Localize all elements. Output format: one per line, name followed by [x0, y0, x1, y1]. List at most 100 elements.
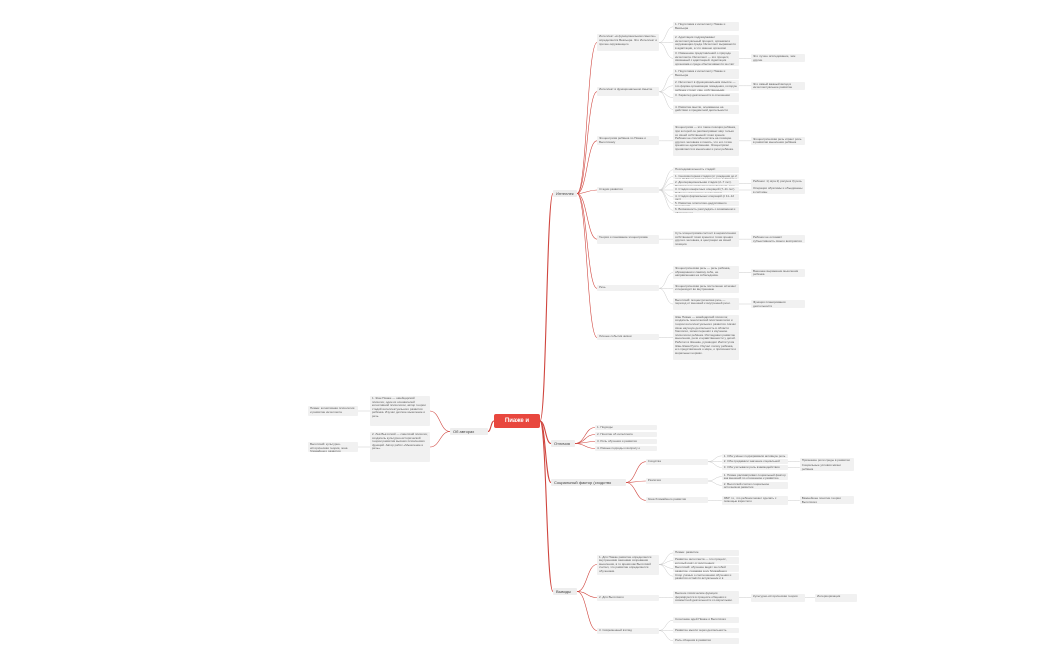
link-b4c1d	[658, 564, 674, 577]
node-b1c4e[interactable]: 4. Стадия формальных операций (с 11–12 л…	[673, 193, 739, 200]
link-central-b5	[487, 420, 495, 433]
tail-b1c6a[interactable]: Внешнее выражение мышления ребёнка	[751, 268, 805, 277]
node-b1c4c[interactable]: 2. Дооперациональная стадия (2–7 лет). Р…	[673, 180, 739, 187]
tail-b3c3a[interactable]: Важнейшее понятие теории Выготского	[799, 496, 854, 505]
node-b2c3[interactable]: 3. Роль обучения и развития	[595, 439, 657, 444]
branch-b3[interactable]: Социальный фактор (сходство мнени)	[551, 479, 626, 486]
node-b1c1c[interactable]: 3. Изменение представлений о природе инт…	[673, 50, 739, 66]
node-b1c2b[interactable]: 2. Интеллект в функциональном смысле — э…	[673, 80, 739, 92]
link-b3c2a	[707, 476, 722, 482]
link-b1c6c	[658, 288, 674, 305]
link-b5c1	[429, 410, 451, 432]
node-b1c3a[interactable]: Эгоцентризм — это такое позиция ребёнка,…	[673, 125, 739, 157]
link-central-b4	[539, 420, 554, 593]
node-b1c4f[interactable]: 5. Развитие гипотетико-дедуктивного мышл…	[673, 200, 739, 207]
link-b1c4g	[658, 189, 674, 211]
tail-b1c5a[interactable]: Ребёнок не осознаёт субъективность своег…	[751, 235, 805, 244]
node-b1c2c[interactable]: 3. Характер деятельности в отношении	[673, 93, 739, 103]
node-b1c7[interactable]: Личные события жизни	[597, 334, 659, 341]
tail-b1c2b[interactable]: Это самый важный вклад в интеллектуально…	[751, 81, 805, 90]
node-b1c7a[interactable]: Жан Пиаже — швейцарский психолог, создат…	[673, 314, 739, 361]
link-b1c2	[576, 91, 598, 194]
link-b3c2	[625, 480, 646, 483]
node-b1c6b[interactable]: Эгоцентрическая речь постепенно исчезает…	[673, 283, 739, 293]
node-b1c1[interactable]: Интеллект «в функциональном смысле» опре…	[597, 34, 659, 51]
tail-b3c1b[interactable]: Признание роли среды в развитии	[799, 457, 854, 466]
node-b4c2a[interactable]: Высшие психические функции формируются в…	[673, 591, 739, 604]
node-b4c3c[interactable]: Роль общения в развитии	[673, 638, 739, 644]
node-b3c1b[interactable]: 2. Оба придавали значение социальной сре…	[721, 459, 788, 465]
node-b4c2[interactable]: 2. Для Выготского	[597, 594, 659, 601]
link-central-b1	[539, 192, 554, 422]
branch-b1[interactable]: Интеллект	[553, 190, 577, 197]
node-b2c2[interactable]: 2. Понятие об интеллекте	[595, 432, 657, 437]
node-b1c4g[interactable]: 6. Возможность рассуждать о возможном и …	[673, 207, 739, 214]
link-b2c1	[574, 427, 596, 444]
node-b4c1b[interactable]: Развитие интеллекта — это процесс, котор…	[673, 557, 739, 564]
node-b3c2[interactable]: Различия	[645, 478, 708, 484]
node-b1c1a[interactable]: 1. Подготовка к интеллекту Пиаже и Вексь…	[673, 22, 739, 32]
link-b3c1	[625, 461, 646, 483]
node-b1c5a[interactable]: Суть эгоцентризма состоит в неразличении…	[673, 230, 739, 248]
node-b1c4d[interactable]: 3. Стадия конкретных операций (7–11 лет)…	[673, 187, 739, 193]
link-b1c4f	[658, 189, 674, 204]
link-b1c1c	[658, 42, 674, 59]
tail-b1c3a[interactable]: Эгоцентрическая речь играет роль в разви…	[751, 136, 805, 145]
node-b4c1c[interactable]: Выготский: обучение ведёт за собой разви…	[673, 565, 739, 572]
node-b2c4[interactable]: 4. Разные подходы к вопросу о соотношени…	[595, 446, 657, 451]
node-b1c1b[interactable]: 2. Адаптация подразумевает интеллектуаль…	[673, 35, 739, 50]
node-b1c6c[interactable]: Выготский: эгоцентрическая речь — перехо…	[673, 297, 739, 311]
branch-b2[interactable]: Отличия	[551, 440, 575, 447]
node-b1c3[interactable]: Эгоцентризм ребёнка по Пиаже и Выготском…	[597, 136, 659, 146]
tail-b1c4c[interactable]: Ребёнок: 1) игра 2) рисунок 3) речь	[751, 179, 805, 188]
node-b4c1[interactable]: 1. Для Пиаже развитие определяется внутр…	[597, 554, 659, 575]
link-b4c3c	[658, 630, 674, 642]
node-b1c2a[interactable]: 1. Подготовка к интеллекту Пиаже и Вексь…	[673, 69, 739, 79]
link-b1c1	[576, 42, 598, 194]
central-topic[interactable]: Пиаже и Выготс	[494, 414, 540, 428]
node-b1c4a[interactable]: Последовательность стадий:	[673, 166, 739, 173]
node-b1c2d[interactable]: 4. Развитие мысли, основанное на действи…	[673, 104, 739, 114]
link-b5c2	[429, 431, 451, 448]
tail-b5c1[interactable]: Пиаже: когнитивная психология и развитие…	[308, 406, 358, 416]
node-b3c1a[interactable]: 1. Оба учёных подчёркивали активную роль…	[721, 453, 788, 459]
node-b3c2b[interactable]: 2. Выготский считал социальное источнико…	[721, 481, 788, 490]
tail-b1c1c[interactable]: Это лучше исследование, чем другие	[751, 54, 805, 63]
node-b1c5[interactable]: Теория и понимание эгоцентризма	[597, 234, 659, 244]
tail-b1c6c[interactable]: Функция планирования деятельности	[751, 300, 805, 308]
node-b2c1[interactable]: 1. Подходы	[595, 425, 657, 430]
node-b3c1c[interactable]: 3. Оба учитывали роль взаимодействия реб…	[721, 465, 788, 470]
node-b3c3[interactable]: Зона ближайшего развития	[645, 497, 708, 504]
node-b5c2[interactable]: 2. Лев Выготский — советский психолог, с…	[370, 432, 430, 462]
tail-b1c4d[interactable]: Операции обратимы и объединены в системы	[751, 186, 805, 194]
node-b1c2[interactable]: Интеллект в функциональном смысле	[597, 87, 659, 97]
node-b4c1d[interactable]: Спор учёных о соотношении обучения и раз…	[673, 572, 739, 580]
link-b3c1a	[707, 455, 722, 462]
node-b1c4b[interactable]: 1. Сенсомоторная стадия (от рождения до …	[673, 173, 739, 180]
branch-b5[interactable]: Об авторах книги	[450, 428, 488, 435]
link-b4c2	[576, 591, 598, 598]
link-b2c3	[574, 441, 596, 444]
link-b2c4	[574, 443, 596, 449]
tail-b4c2a[interactable]: Культурно-историческая теория	[751, 593, 805, 602]
node-b3c1[interactable]: Сходства	[645, 458, 708, 465]
node-b1c4[interactable]: Стадии развития	[597, 187, 659, 193]
node-b3c3a[interactable]: ЗБР: то, что ребёнок может сделать с пом…	[721, 495, 788, 505]
node-b4c3[interactable]: 3. Современный взгляд	[597, 627, 659, 634]
link-b4c1	[576, 564, 598, 592]
tail-b3c1c[interactable]: Социальные условия жизни ребёнка	[799, 463, 854, 472]
node-b4c3a[interactable]: Сочетание идей Пиаже и Выготского	[673, 617, 739, 623]
node-b4c1a[interactable]: Пиаже: развитие	[673, 550, 739, 556]
node-b1c6a[interactable]: Эгоцентрическая речь — речь ребёнка, обр…	[673, 266, 739, 279]
node-b3c2a[interactable]: 1. Пиаже рассматривал социальный фактор …	[721, 472, 788, 481]
branch-b4[interactable]: Выводы	[553, 588, 577, 595]
link-b3c3	[625, 482, 646, 501]
tail2-b4c2a[interactable]: Интериоризация	[815, 593, 857, 602]
node-b4c3b[interactable]: Развитие мысли через деятельность	[673, 627, 739, 634]
link-b3c1c	[707, 461, 722, 468]
tail-b5c2[interactable]: Выготский: культурно-историческая теория…	[308, 442, 358, 452]
link-b1c7	[576, 193, 598, 338]
node-b1c6[interactable]: Речь	[597, 285, 659, 292]
node-b5c1[interactable]: 1. Жан Пиаже — швейцарский психолог, оди…	[370, 396, 430, 426]
